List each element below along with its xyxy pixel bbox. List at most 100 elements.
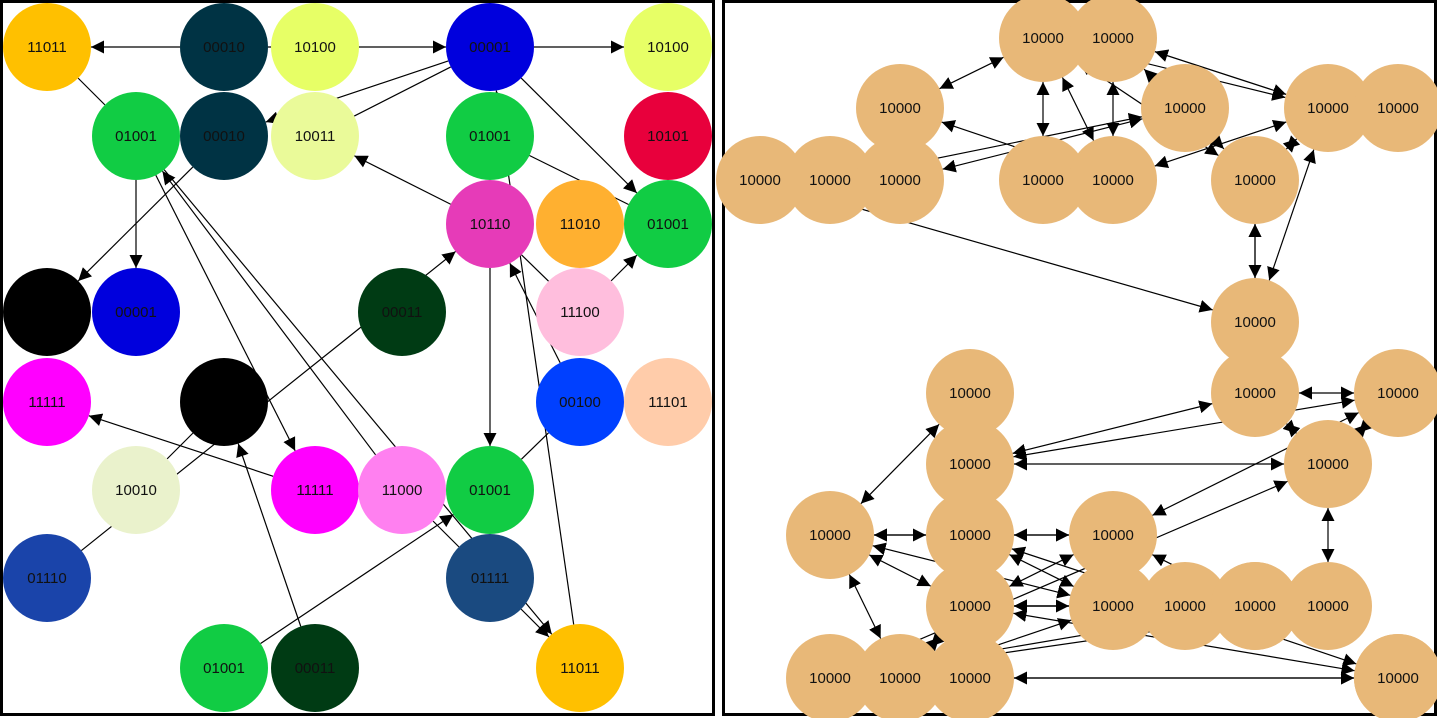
node-circle (536, 624, 624, 712)
right-edge-R16-R18 (1353, 418, 1373, 439)
node-circle (624, 358, 712, 446)
node-circle (180, 358, 268, 446)
node-label: 01111 (471, 570, 509, 587)
left-node-L14 (3, 268, 91, 356)
left-node-L24: 11000 (358, 446, 446, 534)
left-edge-L30-L4 (491, 90, 575, 625)
right-node-R7: 10000 (716, 136, 804, 224)
right-node-R2: 10000 (1069, 0, 1157, 82)
node-circle (3, 358, 91, 446)
node-label: 01110 (27, 570, 67, 587)
node-label: 10000 (1307, 598, 1349, 615)
right-edge-R5-R11 (1154, 119, 1287, 169)
right-node-R15: 10000 (926, 349, 1014, 437)
node-label: 11100 (560, 304, 600, 321)
node-circle (926, 491, 1014, 579)
node-label: 11011 (27, 39, 67, 56)
node-label: 00011 (295, 660, 336, 677)
node-circle (3, 3, 91, 91)
left-node-L18: 11111 (3, 358, 91, 446)
node-label: 11000 (382, 482, 423, 499)
node-circle (786, 136, 874, 224)
node-label: 11011 (560, 660, 600, 677)
left-node-L12: 11010 (536, 180, 624, 268)
right-node-R12: 10000 (1211, 136, 1299, 224)
node-circle (999, 136, 1087, 224)
node-circle (358, 446, 446, 534)
node-circle (856, 64, 944, 152)
node-label: 10000 (949, 598, 991, 615)
node-circle (180, 92, 268, 180)
left-edge-L20-L25 (521, 432, 549, 460)
node-circle (180, 3, 268, 91)
node-label: 00001 (115, 304, 157, 321)
node-label: 10000 (1022, 30, 1064, 47)
node-circle (1354, 349, 1437, 437)
node-circle (92, 92, 180, 180)
node-label: 10000 (739, 172, 781, 189)
node-circle (1211, 562, 1299, 650)
left-node-L28: 01001 (180, 624, 268, 712)
node-circle (856, 634, 944, 718)
right-node-R6: 10000 (1354, 64, 1437, 152)
left-edge-L28-L25 (260, 513, 454, 645)
right-node-R23: 10000 (1069, 562, 1157, 650)
node-label: 10110 (470, 216, 511, 233)
node-circle (1069, 562, 1157, 650)
node-circle (1211, 349, 1299, 437)
node-label: 10000 (1377, 670, 1419, 687)
node-label: 10101 (647, 128, 689, 145)
node-circle (1284, 420, 1372, 508)
node-label: 10100 (647, 39, 689, 56)
left-node-L30: 11011 (536, 624, 624, 712)
right-node-R31: 10000 (1211, 562, 1299, 650)
left-edge-L17-L11 (521, 254, 549, 282)
node-label: 10000 (1377, 385, 1419, 402)
node-circle (536, 358, 624, 446)
node-circle (1211, 278, 1299, 366)
right-nodes: 10000 10000 10000 10000 10000 10000 10000 10000… (716, 0, 1437, 718)
node-label: 10000 (1022, 172, 1064, 189)
node-circle (1141, 64, 1229, 152)
right-node-R20: 10000 (926, 491, 1014, 579)
node-circle (716, 136, 804, 224)
node-circle (926, 562, 1014, 650)
node-label: 10000 (879, 172, 921, 189)
right-node-R14: 10000 (1211, 349, 1299, 437)
node-label: 10000 (879, 100, 921, 117)
right-node-R19: 10000 (786, 491, 874, 579)
node-label: 10000 (1377, 100, 1419, 117)
left-node-L13: 01001 (624, 180, 712, 268)
node-label: 11111 (28, 394, 65, 411)
node-label: 10000 (809, 172, 851, 189)
left-node-L4: 00001 (446, 3, 534, 91)
left-edge-L23-L18 (88, 413, 274, 477)
right-node-R27: 10000 (786, 634, 874, 718)
right-node-R13: 10000 (1211, 278, 1299, 366)
left-node-L16: 00011 (358, 268, 446, 356)
left-edge-L4-L13 (520, 77, 638, 194)
right-node-R32: 10000 (1354, 634, 1437, 718)
left-node-L20: 00100 (536, 358, 624, 446)
left-edge-L24-L6 (161, 170, 377, 456)
left-node-L21: 11101 (624, 358, 712, 446)
node-circle (624, 3, 712, 91)
node-circle (1069, 136, 1157, 224)
right-node-R8: 10000 (786, 136, 874, 224)
left-node-L9: 01001 (446, 92, 534, 180)
node-label: 01001 (469, 482, 511, 499)
node-label: 10000 (1307, 100, 1349, 117)
left-node-L29: 00011 (271, 624, 359, 712)
node-label: 11101 (648, 394, 688, 411)
node-label: 01001 (469, 128, 511, 145)
node-circle (358, 268, 446, 356)
left-edge-L27-L30 (520, 608, 550, 638)
node-label: 10000 (1234, 385, 1276, 402)
left-node-L19 (180, 358, 268, 446)
node-label: 10000 (1307, 456, 1349, 473)
node-label: 10000 (949, 456, 991, 473)
node-label: 10010 (115, 482, 157, 499)
node-circle (271, 624, 359, 712)
